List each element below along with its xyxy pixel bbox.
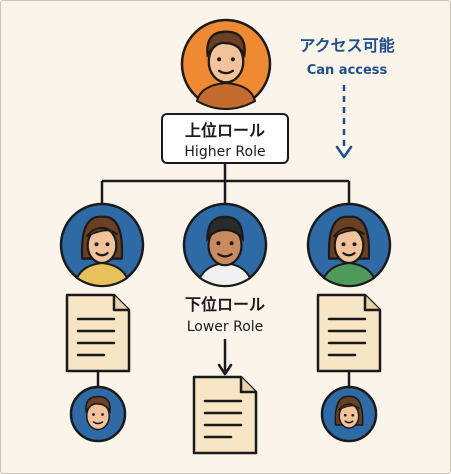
higher-role-label-jp: 上位ロール [185, 121, 265, 140]
center-user-avatar [182, 202, 268, 288]
left-document-icon [65, 293, 131, 373]
access-label-jp: アクセス可能 [299, 36, 394, 55]
access-label-en: Can access [307, 63, 388, 78]
lower-role-label-jp: 下位ロール [185, 295, 265, 314]
arrow-down-icon [217, 363, 233, 376]
tree-connectors [100, 163, 351, 204]
arrow-down-icon [335, 145, 353, 159]
higher-role-label-en: Higher Role [184, 144, 265, 160]
left-user-avatar [59, 202, 145, 288]
center-document-icon [192, 375, 258, 455]
left-small-avatar [69, 385, 127, 443]
right-user-avatar [306, 202, 392, 288]
access-annotation: アクセス可能 Can access [299, 36, 395, 159]
right-document-icon [316, 293, 382, 373]
lower-role-label-en: Lower Role [187, 319, 264, 335]
higher-role-box: 上位ロール Higher Role [161, 113, 289, 164]
higher-role-avatar [180, 18, 272, 111]
right-small-avatar [320, 385, 378, 443]
